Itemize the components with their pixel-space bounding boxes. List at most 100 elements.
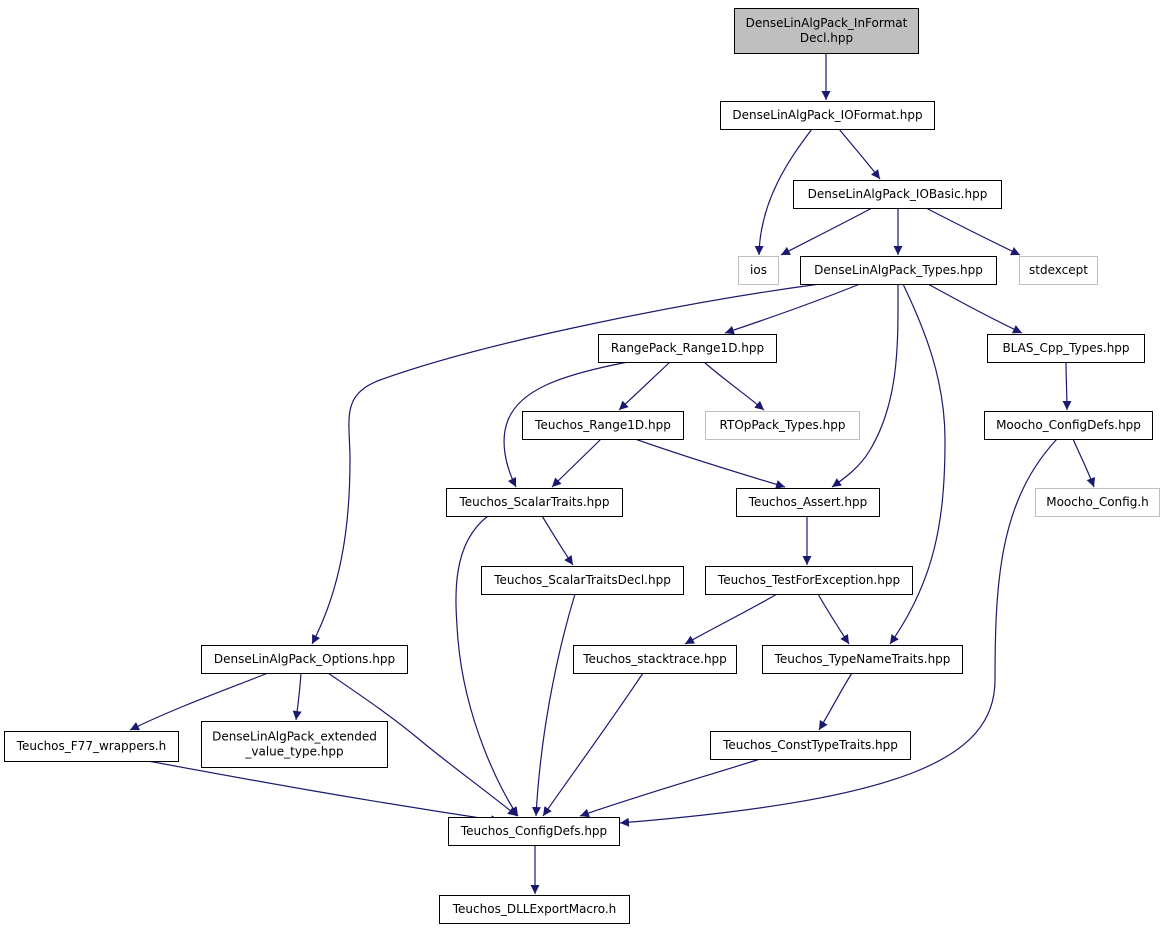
edge-line (634, 438, 786, 489)
edge-line (327, 672, 518, 817)
node-n4[interactable]: DenseLinAlgPack_Types.hpp (800, 256, 997, 285)
edge-line (818, 672, 853, 731)
edge-line (531, 593, 576, 817)
node-label: DenseLinAlgPack_Options.hpp (214, 652, 395, 666)
edge-line (838, 128, 881, 180)
node-box (800, 256, 997, 285)
node-label: stdexcept (1029, 263, 1088, 277)
node-box (793, 180, 1002, 209)
node-box (710, 731, 911, 760)
edge-line (1072, 438, 1096, 488)
node-n16[interactable]: DenseLinAlgPack_Options.hpp (201, 645, 408, 674)
edge-line (724, 283, 861, 335)
edge-n8-n12 (634, 438, 786, 489)
edge-line (831, 283, 899, 488)
node-n22[interactable]: Teuchos_ConfigDefs.hpp (448, 817, 620, 846)
edge-n18-n21 (818, 672, 853, 731)
node-box (573, 645, 737, 674)
edge-n4-n6 (724, 283, 861, 335)
edges (129, 52, 1096, 894)
edge-n6-n9 (703, 361, 765, 411)
edge-n10-n22 (619, 438, 1058, 827)
edge-n8-n11 (551, 438, 602, 488)
edge-line (129, 672, 269, 731)
edge-n1-n2 (838, 128, 881, 180)
node-label: RTOpPack_Types.hpp (720, 418, 846, 432)
edge-line (684, 593, 778, 645)
node-label: Teuchos_ConstTypeTraits.hpp (722, 738, 898, 752)
node-n19[interactable]: Teuchos_F77_wrappers.h (4, 731, 179, 762)
node-n10[interactable]: Moocho_ConfigDefs.hpp (984, 411, 1153, 440)
node-box (736, 488, 880, 517)
node-label: Teuchos_F77_wrappers.h (16, 739, 167, 753)
node-label: Moocho_Config.h (1046, 495, 1149, 509)
node-box (987, 334, 1145, 363)
edge-line (618, 361, 671, 411)
node-label: BLAS_Cpp_Types.hpp (1002, 341, 1129, 355)
edge-n17-n22 (542, 672, 644, 817)
edge-n11-n22 (455, 515, 519, 817)
node-label: RangePack_Range1D.hpp (611, 341, 764, 355)
edge-line (147, 760, 501, 825)
node-n17[interactable]: Teuchos_stacktrace.hpp (573, 645, 737, 674)
node-n12[interactable]: Teuchos_Assert.hpp (736, 488, 880, 517)
node-label: Teuchos_DLLExportMacro.h (452, 902, 617, 916)
node-box (762, 645, 963, 674)
node-box (201, 645, 408, 674)
node-n13: Moocho_Config.h (1035, 488, 1160, 517)
edge-line (551, 438, 602, 488)
node-box (4, 731, 179, 762)
edge-n2-n3 (780, 207, 873, 256)
edge-n16-n19 (129, 672, 269, 731)
node-n21[interactable]: Teuchos_ConstTypeTraits.hpp (710, 731, 911, 760)
edge-line (925, 207, 1021, 256)
node-n1[interactable]: DenseLinAlgPack_IOFormat.hpp (720, 101, 935, 130)
node-label: DenseLinAlgPack_Types.hpp (814, 263, 983, 277)
node-box (201, 721, 388, 768)
edge-line (780, 207, 873, 256)
node-label: Decl.hpp (800, 31, 853, 45)
node-label: DenseLinAlgPack_IOBasic.hpp (808, 187, 988, 201)
nodes: DenseLinAlgPack_InFormatDecl.hppDenseLin… (4, 8, 1160, 924)
node-n7[interactable]: BLAS_Cpp_Types.hpp (987, 334, 1145, 363)
node-label: Teuchos_ScalarTraits.hpp (458, 495, 609, 509)
node-label: DenseLinAlgPack_IOFormat.hpp (732, 108, 922, 122)
node-n18[interactable]: Teuchos_TypeNameTraits.hpp (762, 645, 963, 674)
edge-line (927, 283, 1023, 334)
node-n2[interactable]: DenseLinAlgPack_IOBasic.hpp (793, 180, 1002, 209)
node-n11[interactable]: Teuchos_ScalarTraits.hpp (446, 488, 623, 517)
edge-n21-n22 (579, 758, 761, 818)
edge-n2-n5 (925, 207, 1021, 256)
node-n23[interactable]: Teuchos_DLLExportMacro.h (439, 895, 630, 924)
edge-n15-n18 (817, 593, 850, 645)
node-box (598, 334, 777, 363)
node-box (1035, 488, 1160, 517)
node-box (734, 8, 919, 54)
edge-n11-n14 (541, 515, 574, 566)
edge-n16-n22 (327, 672, 518, 817)
node-box (705, 566, 913, 595)
node-label: ios (750, 263, 767, 277)
edge-line (754, 128, 813, 256)
edge-n15-n17 (684, 593, 778, 645)
node-n5: stdexcept (1019, 256, 1098, 285)
node-n6[interactable]: RangePack_Range1D.hpp (598, 334, 777, 363)
node-n14[interactable]: Teuchos_ScalarTraitsDecl.hpp (481, 566, 684, 595)
node-label: Teuchos_Assert.hpp (748, 495, 867, 509)
edge-n1-n3 (754, 128, 813, 256)
node-n15[interactable]: Teuchos_TestForException.hpp (705, 566, 913, 595)
node-n8[interactable]: Teuchos_Range1D.hpp (522, 411, 684, 440)
node-box (446, 488, 623, 517)
edge-n10-n13 (1072, 438, 1096, 488)
node-label: Teuchos_ConfigDefs.hpp (460, 824, 607, 838)
node-n20[interactable]: DenseLinAlgPack_extended_value_type.hpp (201, 721, 388, 768)
edge-line (703, 361, 765, 411)
edge-n4-n7 (927, 283, 1023, 334)
edge-line (1062, 361, 1072, 411)
edge-n6-n8 (618, 361, 671, 411)
edge-line (503, 361, 629, 488)
node-box (522, 411, 684, 440)
edge-n6-n11 (503, 361, 629, 488)
